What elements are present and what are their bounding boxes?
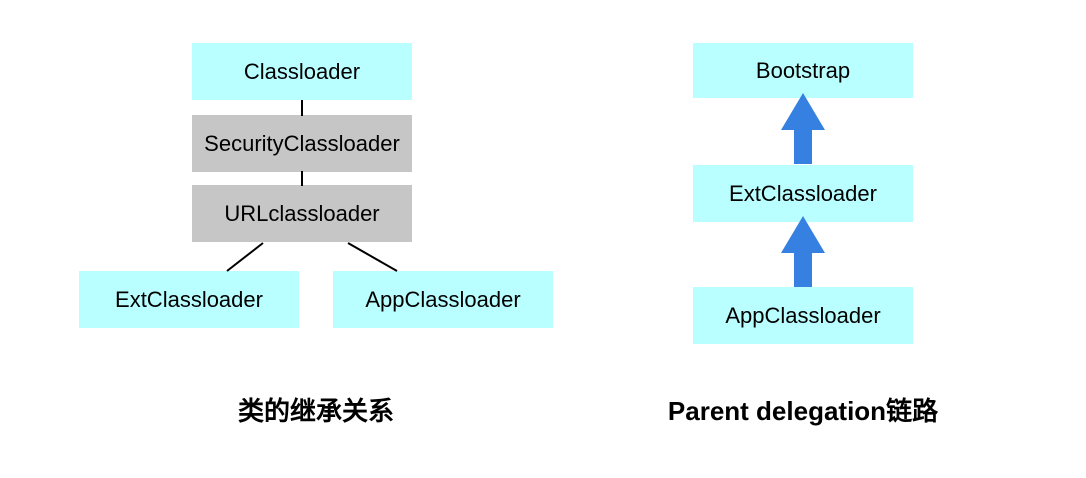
node-url-classloader: URLclassloader bbox=[192, 185, 412, 242]
connector-url-to-ext-diagonal bbox=[226, 242, 264, 272]
node-ext-classloader-right: ExtClassloader bbox=[693, 165, 913, 222]
node-app-classloader-right: AppClassloader bbox=[693, 287, 913, 344]
left-diagram-caption: 类的继承关系 bbox=[237, 396, 394, 426]
up-arrow-ext-to-bootstrap bbox=[781, 93, 825, 164]
right-diagram-caption: Parent delegation链路 bbox=[667, 396, 939, 426]
node-app-classloader-left: AppClassloader bbox=[333, 271, 553, 328]
connector-url-to-app-diagonal bbox=[347, 242, 398, 272]
node-bootstrap: Bootstrap bbox=[693, 43, 913, 98]
node-ext-classloader-left: ExtClassloader bbox=[79, 271, 299, 328]
node-security-classloader: SecurityClassloader bbox=[192, 115, 412, 172]
node-classloader: Classloader bbox=[192, 43, 412, 100]
up-arrow-app-to-ext bbox=[781, 216, 825, 287]
